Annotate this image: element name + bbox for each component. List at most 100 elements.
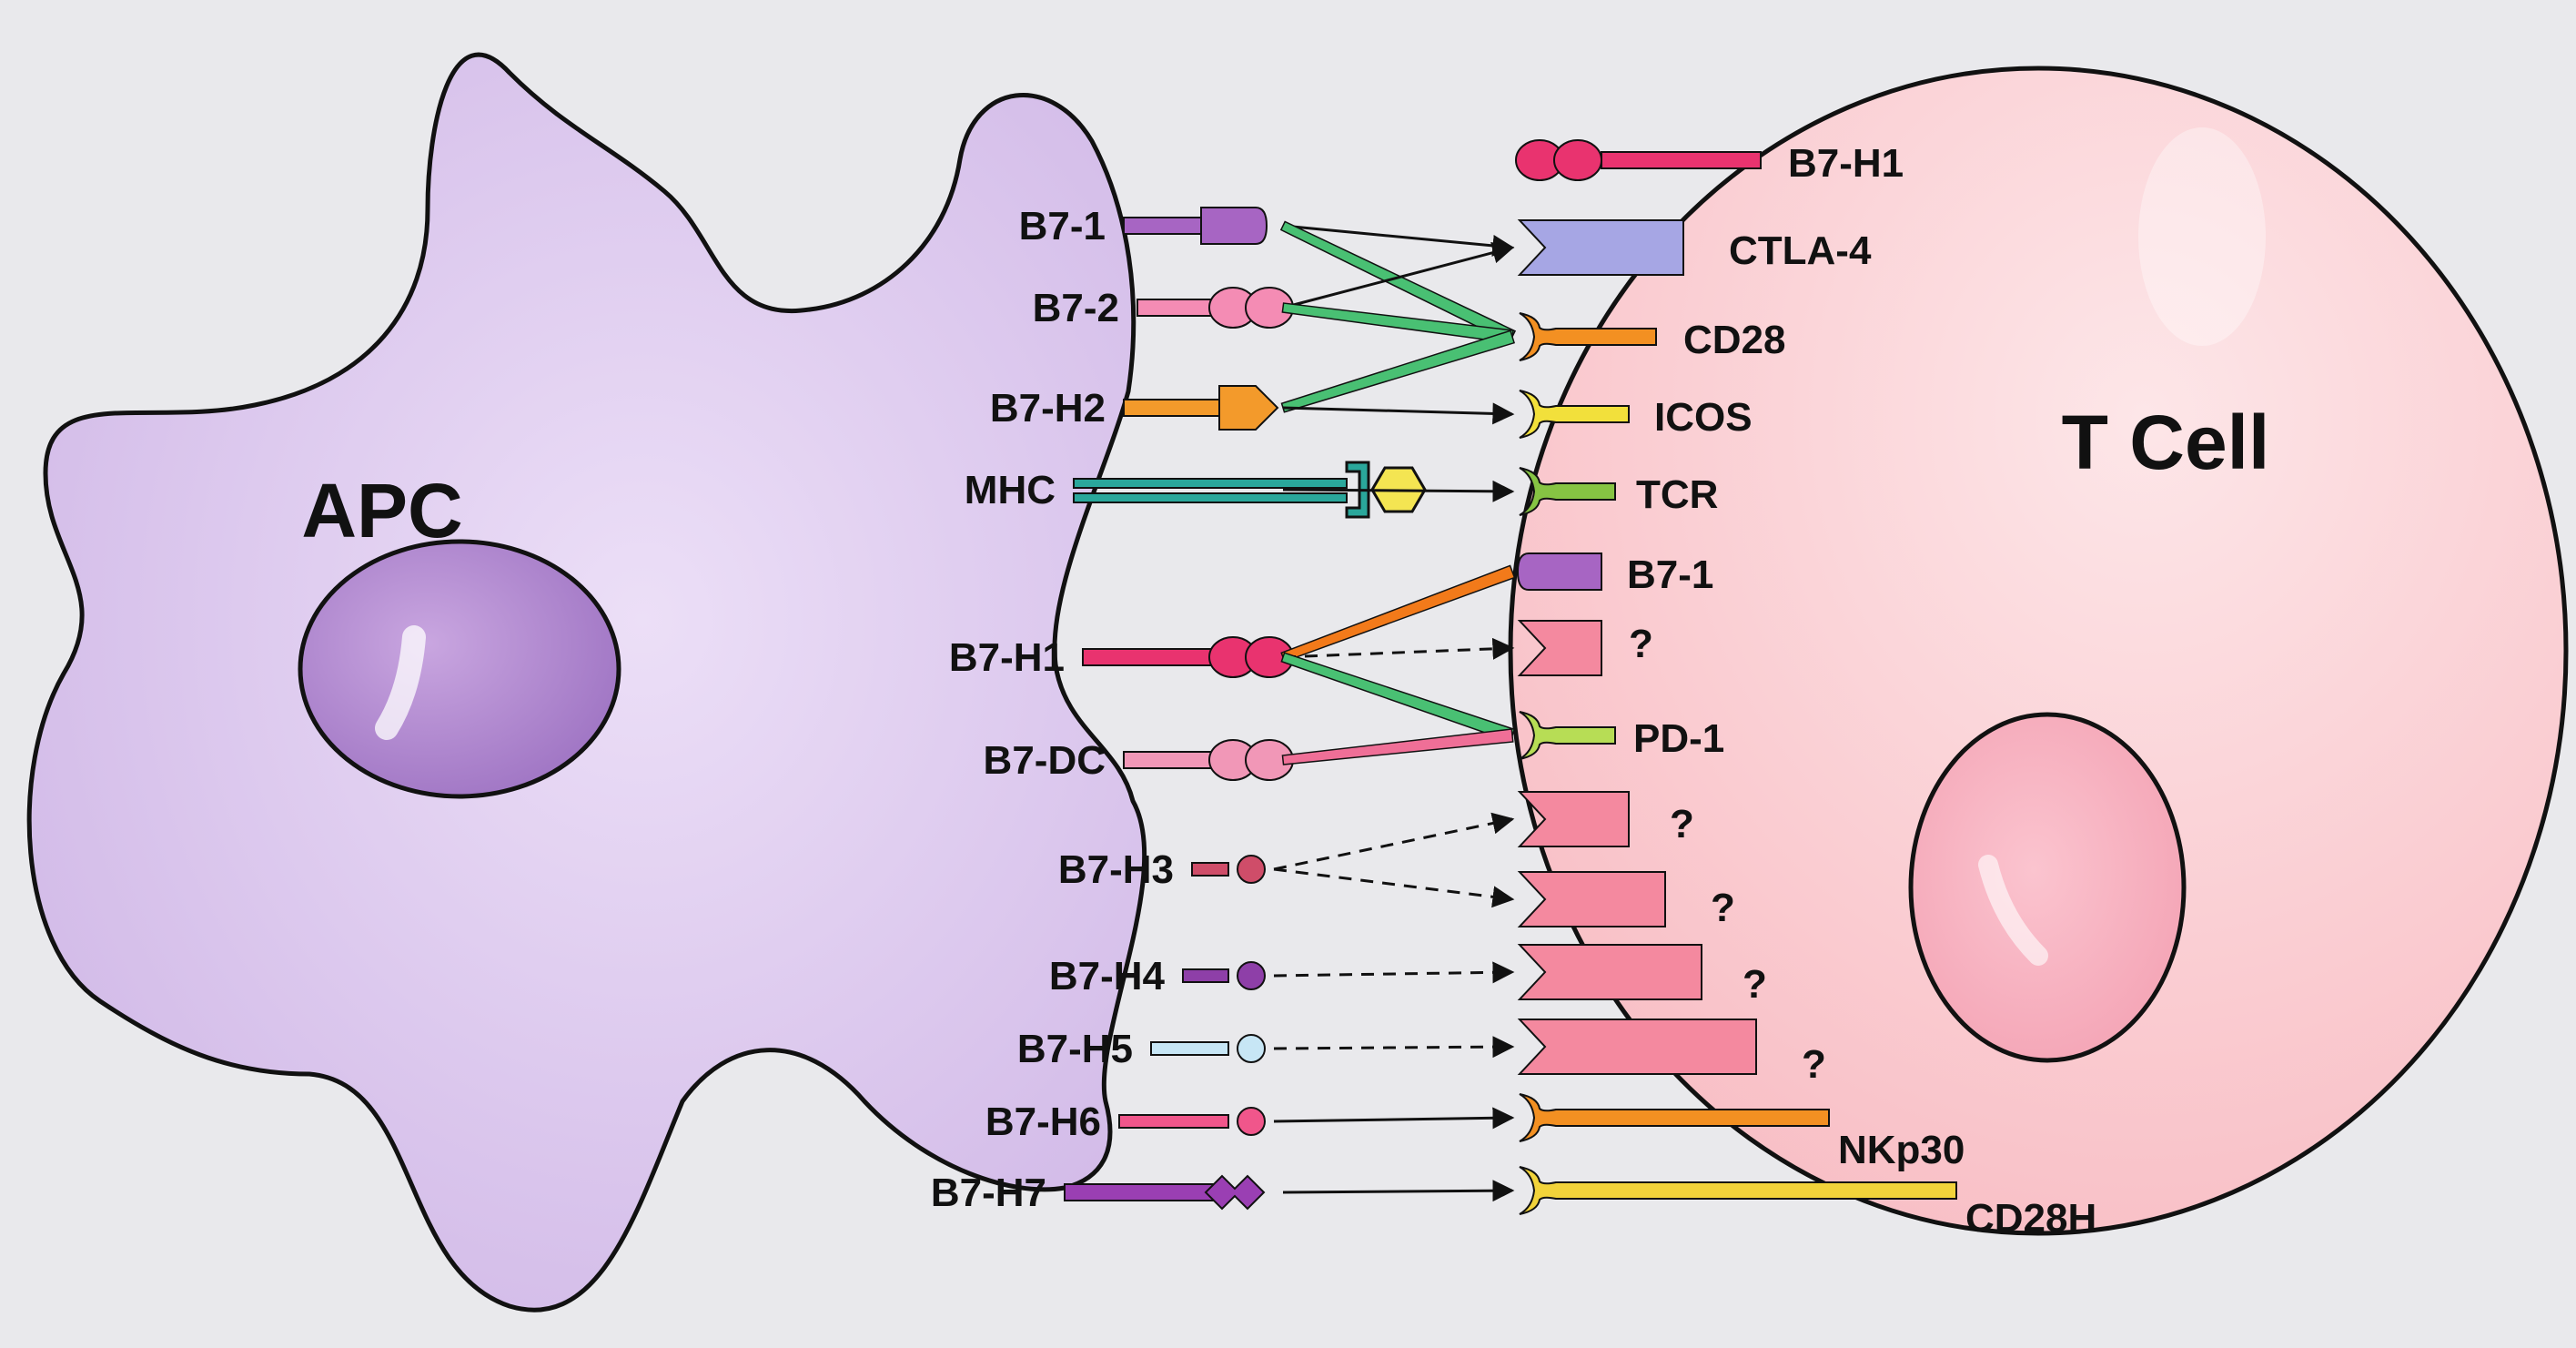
ligand-label: B7-H2 [990, 386, 1106, 431]
ligand-b7-1: B7-1 [1019, 204, 1268, 248]
interaction-b7-h7-to-r-cd28h [1282, 1180, 1515, 1202]
ligand-b7-h2: B7-H2 [990, 385, 1279, 431]
interaction-b7-h3-to-r-unk2 [1273, 812, 1515, 871]
ligand-b7-h6: B7-H6 [985, 1100, 1266, 1144]
receptor-body [1519, 312, 1657, 361]
ligand-b7-h5: B7-H5 [1017, 1027, 1266, 1071]
ligand-label: B7-1 [1019, 204, 1106, 248]
receptor-r-unk2: ? [1517, 791, 1694, 847]
ligand-b7-dc: B7-DC [984, 738, 1294, 783]
ligand-label: B7-H5 [1017, 1027, 1133, 1071]
apc-nucleus [298, 539, 621, 799]
receptor-unknown-label: ? [1711, 886, 1735, 930]
interaction-b7-h1-to-r-b7-1 [1280, 564, 1516, 663]
ligand-stem [1150, 1041, 1229, 1056]
receptor-label: ICOS [1654, 395, 1753, 440]
ligand-domain [1200, 207, 1268, 245]
interaction-b7-dc-to-r-pd1 [1281, 728, 1514, 765]
interaction-arrow [1273, 812, 1515, 871]
interaction-arrow [1273, 1036, 1515, 1059]
receptor-r-nkp30: NKp30 [1519, 1093, 1965, 1172]
interaction-b7-2-to-r-ctla4 [1282, 241, 1515, 309]
receptor-body [1519, 711, 1616, 760]
ligand-label: B7-H1 [949, 635, 1065, 680]
t-cell: T Cell [1508, 66, 2569, 1236]
receptor-label: PD-1 [1633, 716, 1724, 761]
interaction-b7-h5-to-r-unk5 [1273, 1036, 1515, 1059]
ligand-bead [1237, 1107, 1266, 1136]
receptor-label: B7-H1 [1788, 141, 1904, 186]
apc-nucleus-highlight [375, 625, 426, 740]
receptor-unknown-label: ? [1629, 622, 1653, 666]
interaction-b7-h2-to-r-cd28 [1280, 329, 1516, 413]
interaction-b7-2-to-r-cd28 [1281, 302, 1514, 344]
receptor-r-unk4: ? [1517, 944, 1767, 1007]
ligand-domain [1218, 385, 1279, 431]
receptor-body [1517, 620, 1602, 676]
t-cell-nucleus-highlight [1978, 855, 2048, 966]
interaction-arrow [1282, 1180, 1515, 1202]
receptor-unknown-label: ? [1802, 1042, 1826, 1087]
ligand-label: B7-DC [984, 738, 1106, 783]
receptor-body [1516, 552, 1602, 591]
receptor-label: NKp30 [1838, 1128, 1965, 1172]
receptor-r-cd28h: CD28H [1519, 1166, 2096, 1241]
receptor-unknown-label: ? [1743, 962, 1767, 1007]
receptor-r-cd28: CD28 [1519, 312, 1786, 362]
interaction-b7-h3-to-r-unk3 [1273, 867, 1515, 908]
interaction-b7-h1-to-r-unk1 [1282, 637, 1515, 660]
interaction-b7-h2-to-r-icos [1282, 402, 1515, 425]
receptor-r-unk3: ? [1517, 871, 1735, 930]
ligand-b7-h7: B7-H7 [931, 1171, 1266, 1215]
interaction-band [1280, 564, 1516, 663]
interaction-arrow [1282, 241, 1515, 309]
receptor-r-unk1: ? [1517, 620, 1653, 676]
ligand-label: B7-H4 [1049, 954, 1166, 998]
receptor-bead-2 [1553, 139, 1602, 181]
receptor-r-b7-h1: B7-H1 [1515, 139, 1904, 186]
interaction-b7-h4-to-r-unk4 [1273, 961, 1515, 984]
t-cell-nucleus [1908, 712, 2187, 1063]
interaction-b7-h1-to-r-pd1 [1280, 652, 1516, 743]
receptor-body [1519, 390, 1630, 439]
ligand-b7-h4: B7-H4 [1049, 954, 1266, 998]
interaction-b7-h6-to-r-nkp30 [1273, 1107, 1515, 1130]
receptor-body [1519, 1093, 1830, 1142]
ligand-stem [1082, 648, 1229, 666]
interaction-arrow [1273, 961, 1515, 984]
ligand-stem [1064, 1183, 1229, 1201]
receptor-label: TCR [1636, 472, 1718, 517]
receptor-stem [1601, 151, 1762, 169]
mhc-groove [1345, 461, 1370, 519]
receptor-body [1517, 944, 1702, 1000]
interaction-arrow [1282, 637, 1515, 660]
receptor-body [1517, 1019, 1757, 1075]
ligand-b7-h1: B7-H1 [949, 635, 1294, 680]
ligand-stem [1182, 968, 1229, 983]
interaction-band [1279, 220, 1517, 344]
ligand-label: B7-H3 [1058, 847, 1174, 892]
ligand-domain [1204, 1174, 1266, 1211]
receptor-r-unk5: ? [1517, 1019, 1826, 1087]
t-cell-receptor-group: B7-H1CTLA-4CD28ICOSTCRB7-1?PD-1????NKp30… [1515, 139, 2096, 1241]
mhc-chain-b [1073, 492, 1348, 503]
receptor-body [1517, 871, 1666, 927]
t-cell-label: T Cell [2062, 400, 2270, 485]
ligand-label: B7-H6 [985, 1100, 1101, 1144]
receptor-r-tcr: TCR [1519, 467, 1718, 517]
ligand-stem [1191, 862, 1229, 877]
receptor-r-icos: ICOS [1519, 390, 1753, 440]
receptor-body [1517, 791, 1630, 847]
interaction-band [1280, 652, 1516, 743]
interaction-mhc-to-r-tcr [1282, 480, 1515, 502]
interaction-arrow [1282, 224, 1515, 257]
ligand-b7-2: B7-2 [1033, 286, 1294, 330]
receptor-body [1517, 219, 1684, 276]
ligand-b7-h3: B7-H3 [1058, 847, 1266, 892]
ligand-label: B7-H7 [931, 1171, 1046, 1215]
receptor-label: B7-1 [1627, 552, 1713, 597]
ligand-label: MHC [965, 468, 1056, 512]
interaction-arrow [1282, 480, 1515, 502]
